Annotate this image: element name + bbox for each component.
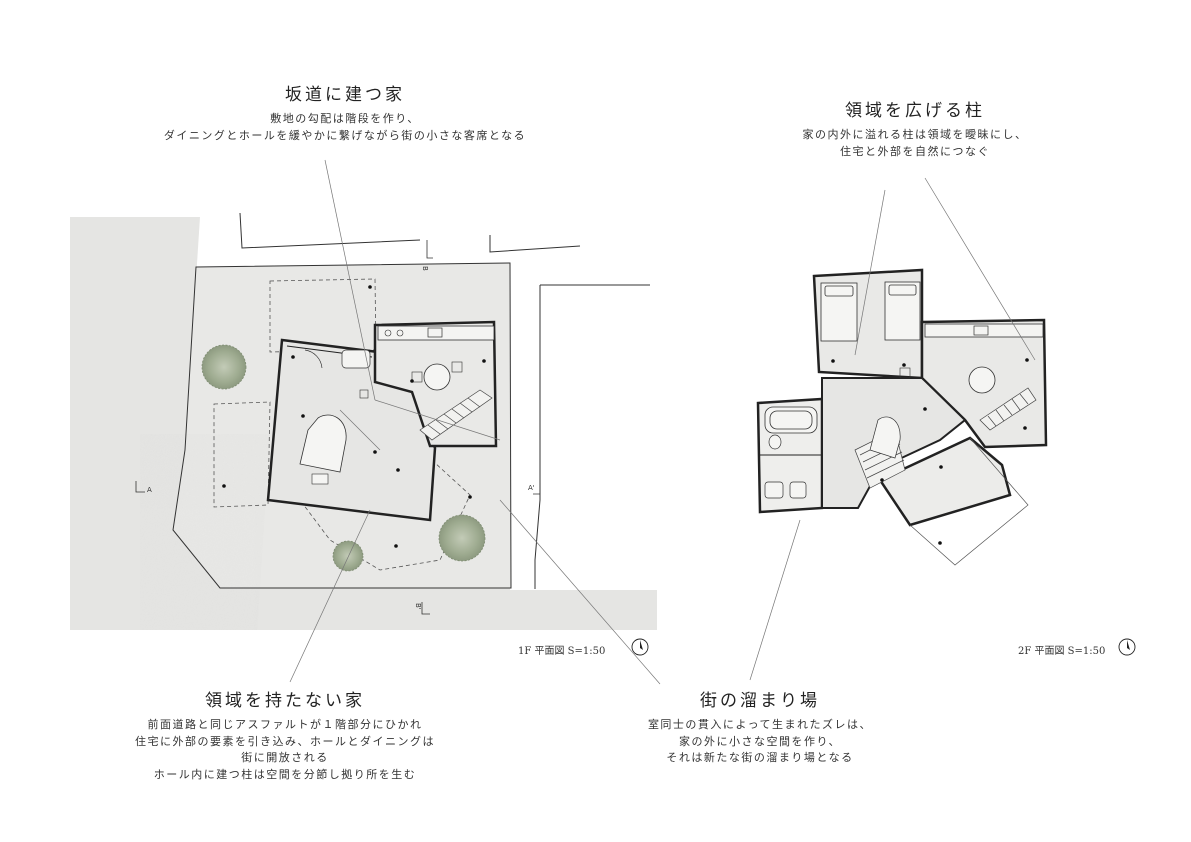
column-points-1f	[222, 285, 486, 548]
concept-title: 坂道に建つ家	[285, 85, 405, 105]
bed-icon	[820, 281, 921, 342]
site-boundary-1f	[172, 212, 650, 589]
concept-title: 領域を持たない家	[205, 691, 365, 711]
concept-line: 家の内外に溢れる柱は領域を曖昧にし、	[802, 128, 1028, 141]
building-1f	[266, 320, 498, 522]
tree-icon	[201, 344, 486, 572]
north-arrow-icon	[631, 638, 649, 656]
toilet-icon	[764, 434, 807, 499]
section-mark-a-prime: A'	[528, 484, 535, 492]
concept-slope-house: 坂道に建つ家 敷地の勾配は階段を作り、 ダイニングとホールを緩やかに繋げながら街…	[130, 80, 560, 144]
concept-line: 街に開放される	[241, 751, 329, 764]
concept-line: それは新たな街の溜まり場となる	[666, 751, 854, 764]
concept-column: 領域を広げる柱 家の内外に溢れる柱は領域を曖昧にし、 住宅と外部を自然につなぐ	[770, 96, 1060, 160]
plan-label-2f: 2F 平面図 S=1:50	[1018, 646, 1106, 657]
concept-line: 住宅と外部を自然につなぐ	[840, 144, 990, 158]
terrace-outline-2f	[909, 437, 1029, 566]
concept-title: 街の溜まり場	[700, 691, 820, 711]
north-arrow-icon	[1118, 638, 1136, 656]
section-mark-b: B	[421, 266, 429, 271]
section-marks-1f	[135, 240, 541, 615]
concept-line: 敷地の勾配は階段を作り、	[270, 112, 420, 125]
leader-lines	[289, 159, 1036, 685]
piano-icon	[299, 414, 347, 485]
concept-line: 家の外に小さな空間を作り、	[678, 734, 842, 748]
section-mark-b-prime: B'	[414, 603, 422, 610]
table-icon	[869, 366, 996, 459]
column-points-2f	[831, 358, 1029, 545]
concept-line: 前面道路と同じアスファルトが１階部分にひかれ	[147, 718, 423, 731]
concept-line: ホール内に建つ柱は空間を分節し拠り所を生む	[153, 767, 417, 781]
table-icon	[359, 361, 463, 399]
concept-title: 領域を広げる柱	[845, 101, 985, 121]
bathtub-icon	[764, 406, 818, 434]
concept-no-domain: 領域を持たない家 前面道路と同じアスファルトが１階部分にひかれ 住宅に外部の要素…	[100, 686, 470, 783]
section-mark-a: A	[147, 486, 152, 494]
plan-label-1f: 1F 平面図 S=1:50	[518, 646, 606, 657]
concept-line: 室同士の貫入によって生まれたズレは、	[647, 718, 873, 731]
concept-street-pool: 街の溜まり場 室同士の貫入によって生まれたズレは、 家の外に小さな空間を作り、 …	[600, 686, 920, 767]
concept-line: 住宅に外部の要素を引き込み、ホールとダイニングは	[135, 734, 435, 748]
concept-line: ダイニングとホールを緩やかに繋げながら街の小さな客席となる	[163, 128, 527, 142]
